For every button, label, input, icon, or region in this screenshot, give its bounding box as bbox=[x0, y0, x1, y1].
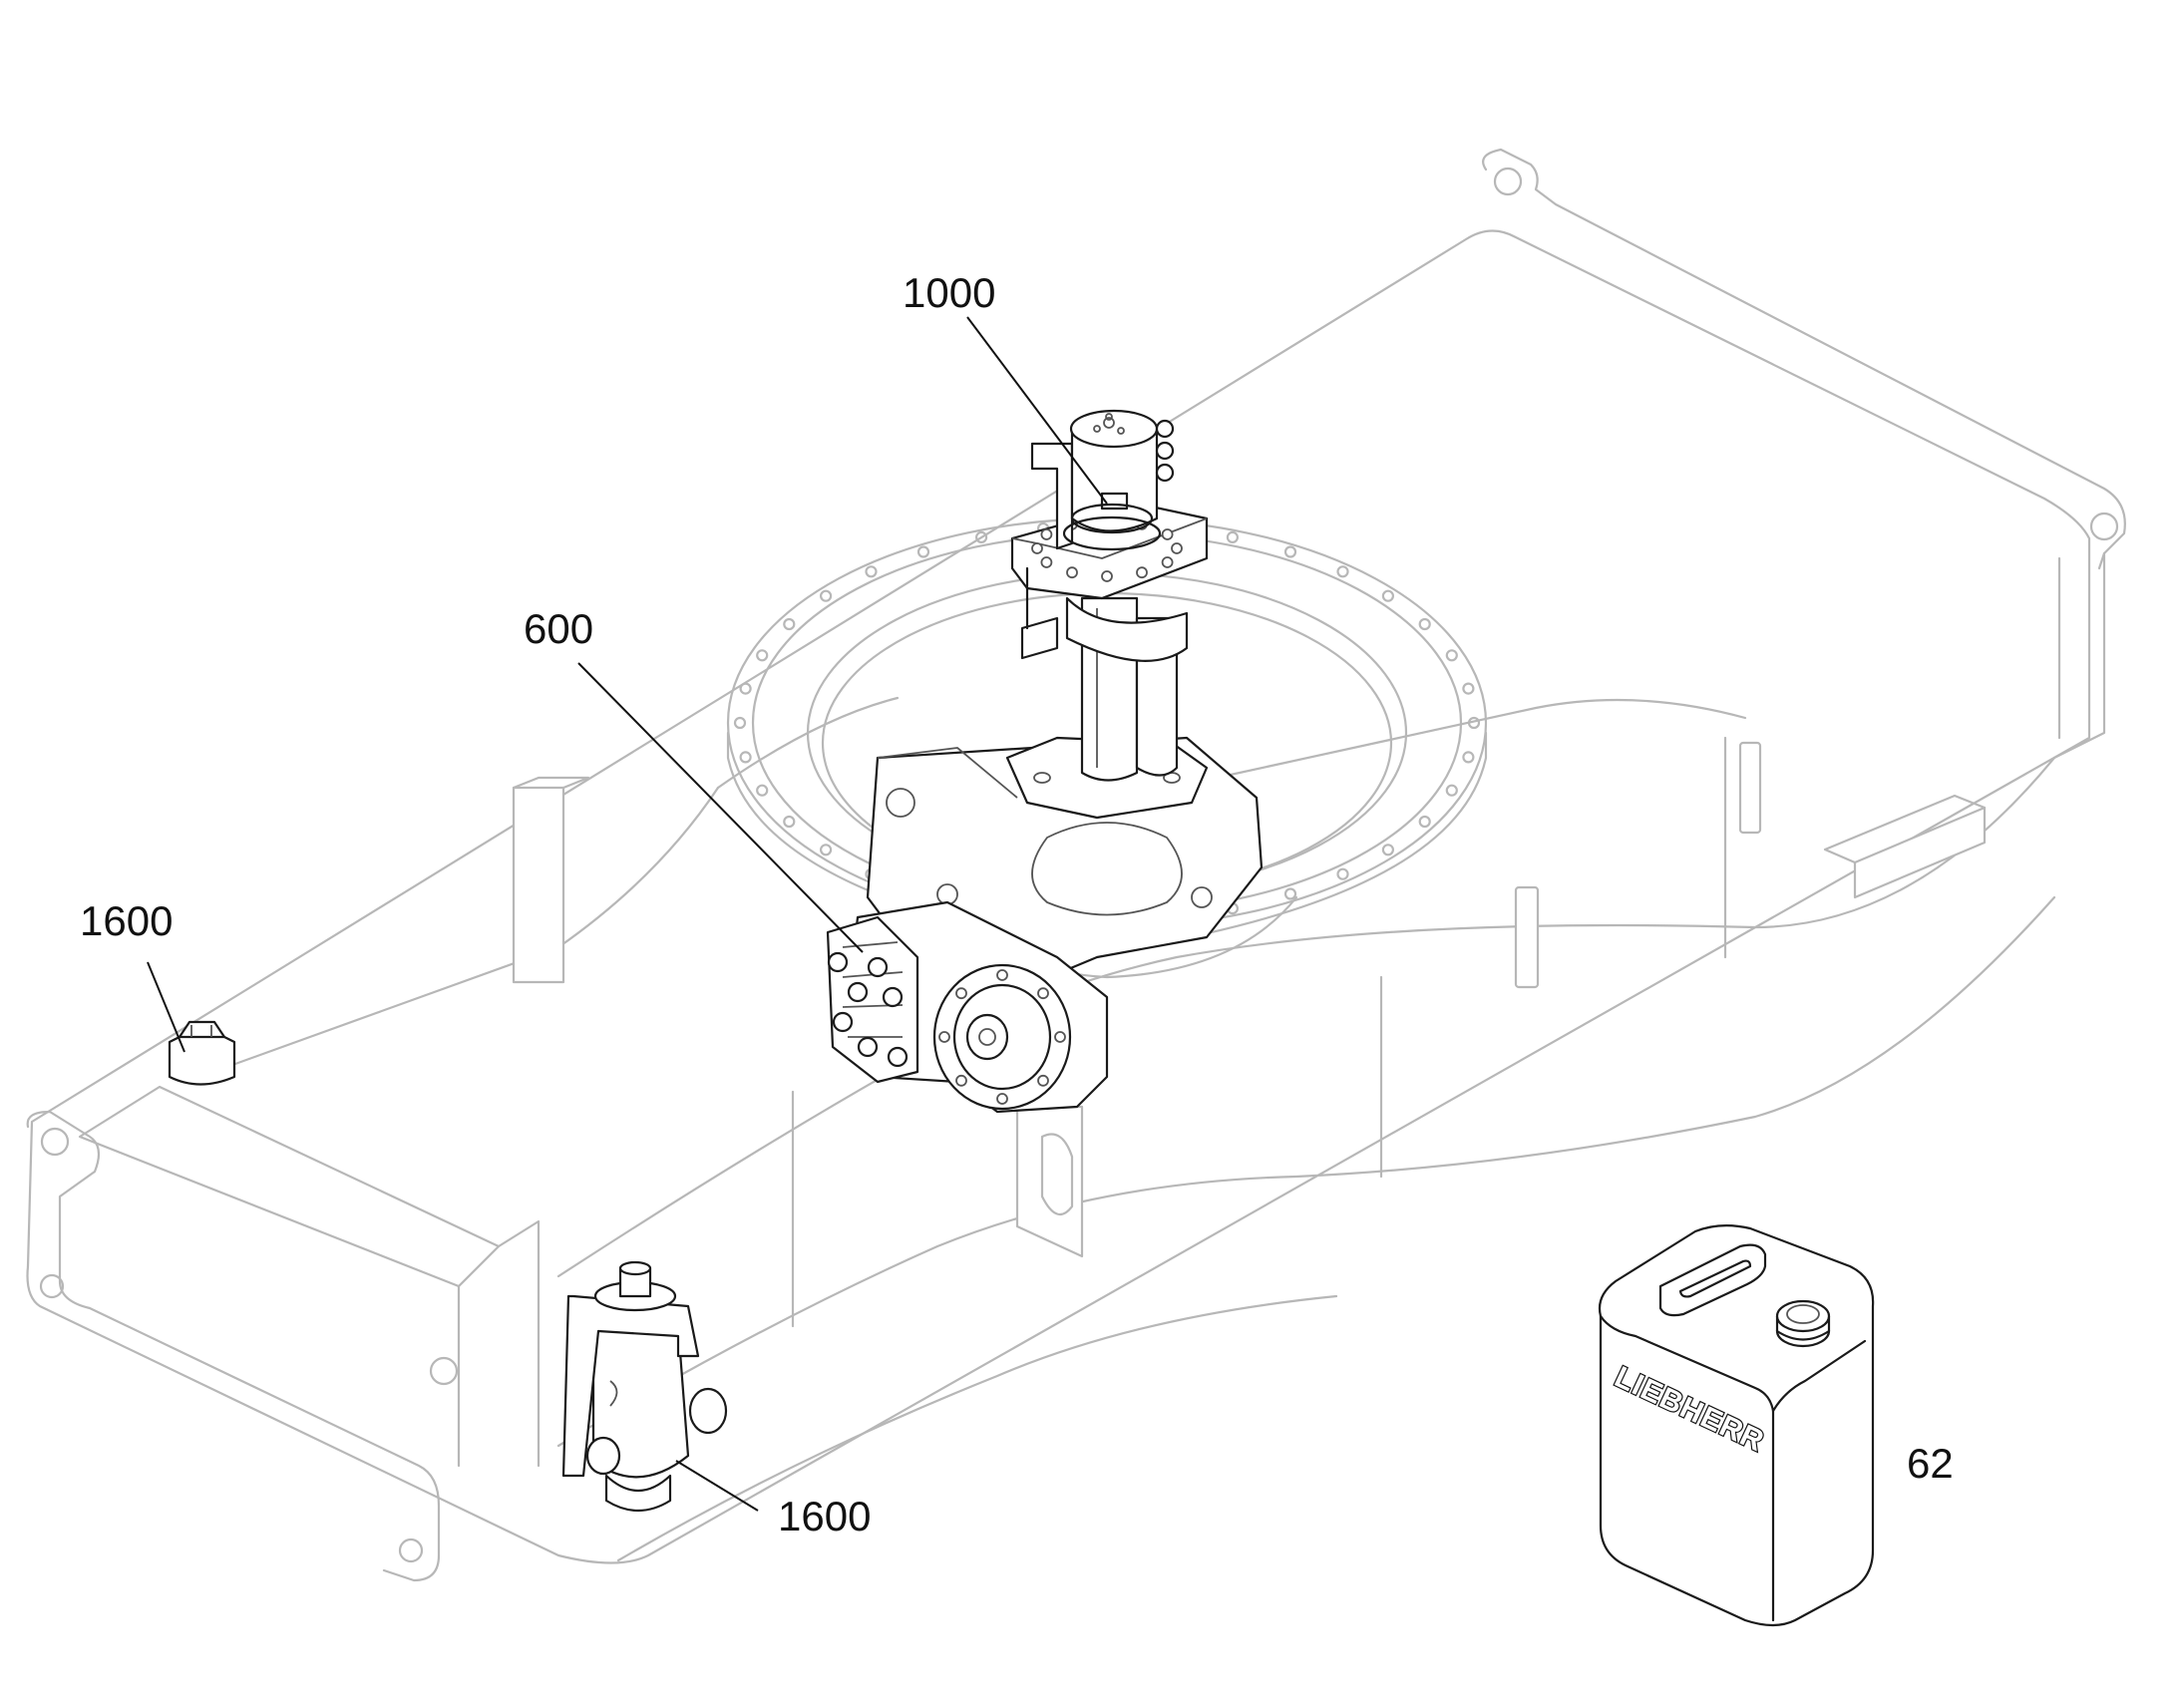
flange-bolt bbox=[1101, 570, 1113, 582]
valve-fitting bbox=[882, 986, 904, 1008]
flange-bolt bbox=[1040, 556, 1053, 568]
callout-labels: 1000 600 1600 1600 62 bbox=[80, 269, 1954, 1539]
motor-bolt bbox=[955, 987, 967, 1000]
flange-bolt bbox=[1136, 566, 1148, 579]
valve-fitting bbox=[857, 1036, 879, 1058]
label-600: 600 bbox=[524, 605, 593, 652]
motor-bolt bbox=[1054, 1031, 1066, 1043]
ring-bolt-hole bbox=[1283, 545, 1297, 558]
ring-bolt-hole bbox=[1445, 649, 1458, 662]
motor-bolt bbox=[938, 1031, 950, 1043]
ring-bolt-hole bbox=[756, 649, 769, 662]
leader-1600-left bbox=[147, 961, 185, 1053]
ring-bolt-hole bbox=[974, 530, 988, 544]
ring-bolt-hole bbox=[1381, 589, 1395, 602]
ring-bolt-hole bbox=[1381, 844, 1395, 856]
drive-unit bbox=[826, 900, 1109, 1114]
ring-bolt-hole bbox=[1336, 867, 1349, 880]
cylinder-left bbox=[168, 1020, 236, 1086]
ring-bolt-hole bbox=[819, 589, 833, 602]
cylinder-front bbox=[561, 1260, 728, 1512]
connector-fitting bbox=[1155, 441, 1175, 461]
ring-bolt-hole bbox=[1418, 815, 1431, 829]
label-1600-front: 1600 bbox=[778, 1493, 871, 1539]
flange-bolt bbox=[1171, 542, 1183, 554]
motor-bolt bbox=[955, 1074, 967, 1087]
ring-bolt-hole bbox=[1418, 617, 1431, 631]
valve-fitting bbox=[867, 956, 889, 978]
valve-fitting bbox=[827, 951, 849, 973]
ring-bolt-hole bbox=[1226, 530, 1240, 544]
motor-bolt bbox=[1037, 1074, 1049, 1087]
valve-fitting bbox=[832, 1011, 854, 1033]
ring-bolt-hole bbox=[1462, 751, 1475, 764]
ring-bolt-hole bbox=[916, 545, 930, 558]
oil-canister: LIEBHERR bbox=[1598, 1224, 1875, 1627]
ring-bolt-hole bbox=[783, 815, 796, 829]
ring-bolt-hole bbox=[1467, 716, 1481, 730]
ring-bolt-hole bbox=[1445, 784, 1458, 797]
ring-bolt-hole bbox=[739, 751, 752, 764]
ring-bolt-hole bbox=[1462, 682, 1475, 695]
valve-fitting bbox=[847, 981, 869, 1003]
motor-bolt bbox=[996, 1093, 1008, 1105]
swivel-assembly bbox=[866, 409, 1264, 984]
ring-bolt-hole bbox=[739, 682, 752, 695]
leader-1000 bbox=[966, 316, 1108, 505]
motor-bolt bbox=[996, 969, 1008, 981]
ring-bolt-hole bbox=[1283, 887, 1297, 900]
ring-bolt-hole bbox=[733, 716, 747, 730]
ring-bolt-hole bbox=[819, 844, 833, 856]
ring-bolt-hole bbox=[1336, 565, 1349, 578]
flange-bolt bbox=[1161, 556, 1174, 568]
connector-fitting bbox=[1155, 463, 1175, 483]
leader-1600-front bbox=[675, 1460, 759, 1512]
carbody-frame bbox=[26, 148, 2126, 1582]
leader-lines bbox=[147, 316, 1108, 1512]
flange-bolt bbox=[1040, 528, 1053, 540]
ring-bolt-hole bbox=[756, 784, 769, 797]
label-62: 62 bbox=[1907, 1440, 1954, 1487]
leader-600 bbox=[577, 662, 864, 953]
ring-bolt-hole bbox=[783, 617, 796, 631]
flange-bolt bbox=[1161, 528, 1174, 540]
motor-bolt bbox=[1037, 987, 1049, 1000]
valve-fitting bbox=[887, 1046, 908, 1068]
connector-fitting bbox=[1155, 419, 1175, 439]
label-1000: 1000 bbox=[903, 269, 995, 316]
flange-bolt bbox=[1031, 542, 1043, 554]
flange-bolt bbox=[1066, 566, 1078, 579]
label-1600-left: 1600 bbox=[80, 897, 173, 944]
ring-bolt-hole bbox=[865, 565, 878, 578]
